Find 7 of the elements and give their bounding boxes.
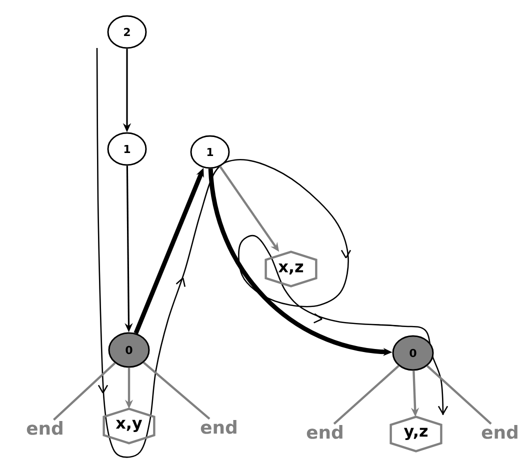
end-label: end: [482, 425, 518, 439]
outcome-hexagon: x,y: [102, 408, 156, 444]
end-label: end: [306, 425, 342, 439]
end-label: end: [26, 421, 62, 435]
outcome-hexagon: x,z: [264, 250, 318, 288]
end-label: end: [200, 420, 236, 434]
outcome-hexagon: y,z: [390, 416, 442, 452]
